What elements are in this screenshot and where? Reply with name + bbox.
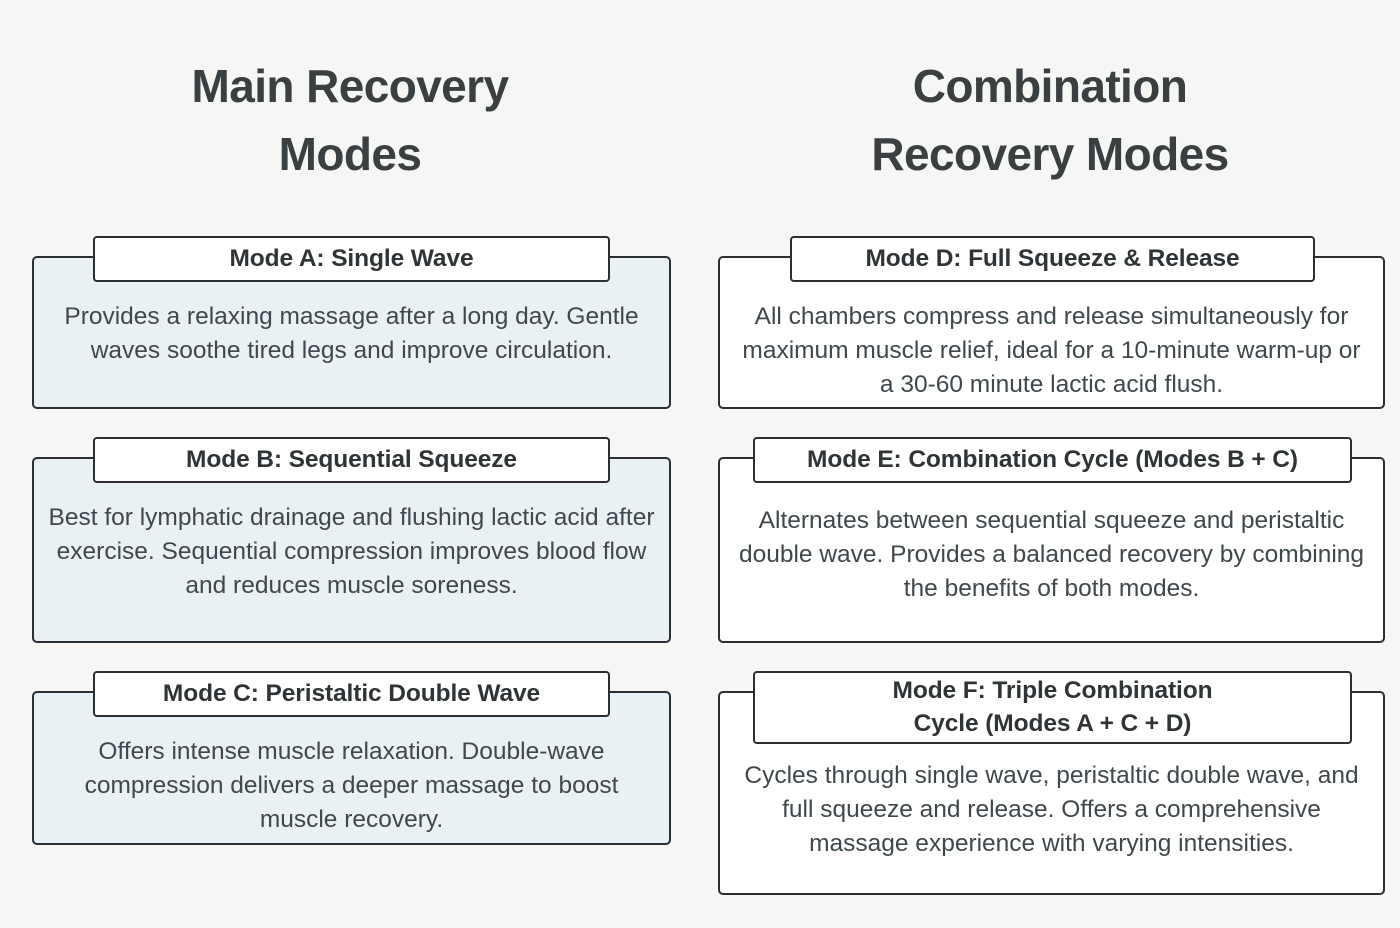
card-title-mode-f[interactable]: Mode F: Triple Combination Cycle (Modes … — [753, 671, 1352, 744]
card-title-mode-d[interactable]: Mode D: Full Squeeze & Release — [790, 236, 1315, 282]
card-body-mode-e: Alternates between sequential squeeze an… — [738, 507, 1365, 602]
card-mode-b[interactable]: Best for lymphatic drainage and flushing… — [32, 457, 671, 643]
column-combination-recovery-modes: Combination Recovery Modes All chambers … — [700, 0, 1400, 928]
card-title-mode-a[interactable]: Mode A: Single Wave — [93, 236, 610, 282]
card-body-mode-c: Offers intense muscle relaxation. Double… — [84, 738, 619, 833]
card-title-mode-c[interactable]: Mode C: Peristaltic Double Wave — [93, 671, 610, 717]
column-heading-combination-recovery-modes: Combination Recovery Modes — [871, 60, 1229, 181]
card-body-mode-f: Cycles through single wave, peristaltic … — [744, 762, 1359, 857]
card-body-mode-b: Best for lymphatic drainage and flushing… — [48, 504, 655, 599]
card-mode-e[interactable]: Alternates between sequential squeeze an… — [718, 457, 1385, 643]
card-body-mode-d: All chambers compress and release simult… — [742, 303, 1361, 398]
column-main-recovery-modes: Main Recovery Modes Provides a relaxing … — [32, 60, 671, 845]
column-heading-main-recovery-modes: Main Recovery Modes — [191, 60, 510, 181]
card-title-mode-b[interactable]: Mode B: Sequential Squeeze — [93, 437, 610, 483]
card-title-mode-e[interactable]: Mode E: Combination Cycle (Modes B + C) — [753, 437, 1352, 483]
card-body-mode-a: Provides a relaxing massage after a long… — [64, 303, 639, 364]
